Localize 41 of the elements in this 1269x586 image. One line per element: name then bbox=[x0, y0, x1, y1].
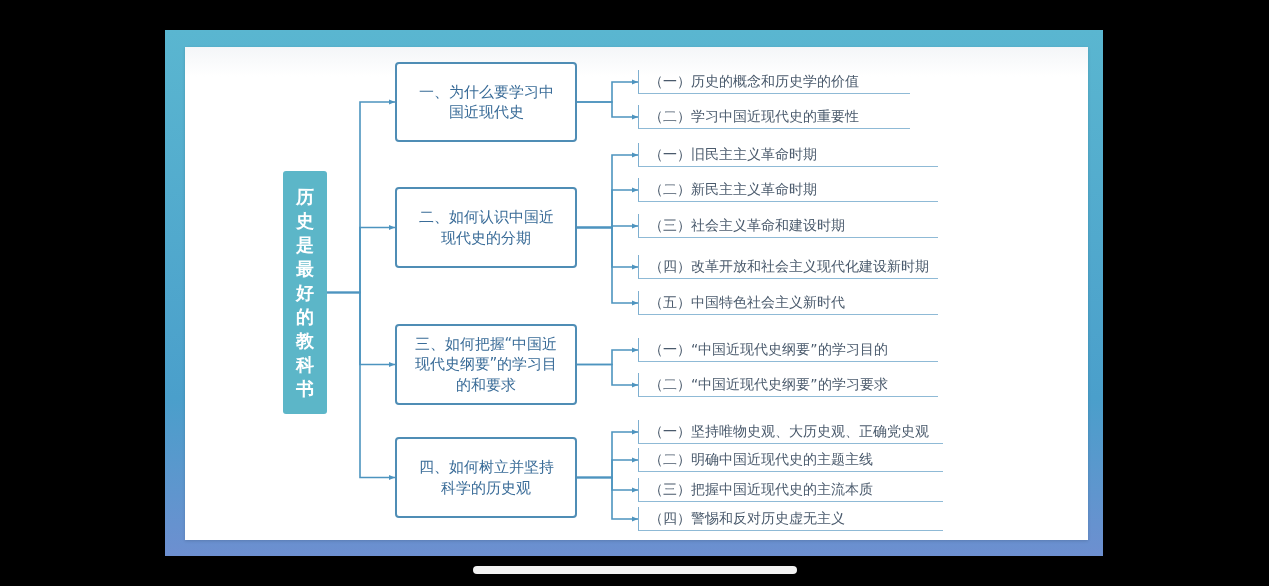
connector-arrow bbox=[576, 476, 639, 522]
underlined-item bbox=[638, 178, 938, 202]
root-topic-box bbox=[283, 171, 327, 414]
item-text: （四）改革开放和社会主义现代化建设新时期 bbox=[649, 258, 929, 275]
item-text: （二）明确中国近现代史的主题主线 bbox=[649, 451, 873, 468]
underlined-item bbox=[638, 214, 938, 238]
connector-arrow bbox=[326, 291, 396, 480]
section-box bbox=[395, 437, 577, 518]
item-text: （一）历史的概念和历史学的价值 bbox=[649, 73, 859, 90]
underlined-item bbox=[638, 291, 938, 315]
section-title: 一、为什么要学习中国近现代史 bbox=[417, 81, 555, 123]
item-text: （一）“中国近现代史纲要”的学习目的 bbox=[649, 341, 888, 358]
section-title: 四、如何树立并坚持科学的历史观 bbox=[417, 457, 555, 498]
underlined-item bbox=[638, 507, 943, 531]
underlined-item bbox=[638, 420, 943, 444]
section-box bbox=[395, 187, 577, 268]
item-text: （三）把握中国近现代史的主流本质 bbox=[649, 481, 873, 498]
underlined-item bbox=[638, 255, 938, 279]
underlined-item bbox=[638, 143, 938, 167]
root-topic-text: 历史是最好的教科书 bbox=[296, 184, 314, 401]
item-text: （二）学习中国近现代史的重要性 bbox=[649, 108, 859, 125]
section-box bbox=[395, 324, 577, 405]
item-text: （三）社会主义革命和建设时期 bbox=[649, 217, 845, 234]
section-box bbox=[395, 62, 577, 142]
connector-arrow bbox=[576, 363, 639, 388]
connector-arrow bbox=[576, 101, 639, 120]
item-text: （五）中国特色社会主义新时代 bbox=[649, 294, 845, 311]
item-text: （二）“中国近现代史纲要”的学习要求 bbox=[649, 376, 888, 393]
connector-arrow bbox=[576, 226, 639, 306]
underlined-item bbox=[638, 70, 910, 94]
item-text: （二）新民主主义革命时期 bbox=[649, 181, 817, 198]
underlined-item bbox=[638, 448, 943, 472]
underlined-item bbox=[638, 338, 938, 362]
item-text: （一）旧民主主义革命时期 bbox=[649, 146, 817, 163]
underlined-item bbox=[638, 373, 938, 397]
item-text: （四）警惕和反对历史虚无主义 bbox=[649, 510, 845, 527]
section-title: 三、如何把握“中国近现代史纲要”的学习目的和要求 bbox=[413, 334, 559, 395]
item-text: （一）坚持唯物史观、大历史观、正确党史观 bbox=[649, 423, 929, 440]
section-title: 二、如何认识中国近现代史的分期 bbox=[417, 207, 555, 248]
underlined-item bbox=[638, 105, 910, 129]
underlined-item bbox=[638, 478, 943, 502]
